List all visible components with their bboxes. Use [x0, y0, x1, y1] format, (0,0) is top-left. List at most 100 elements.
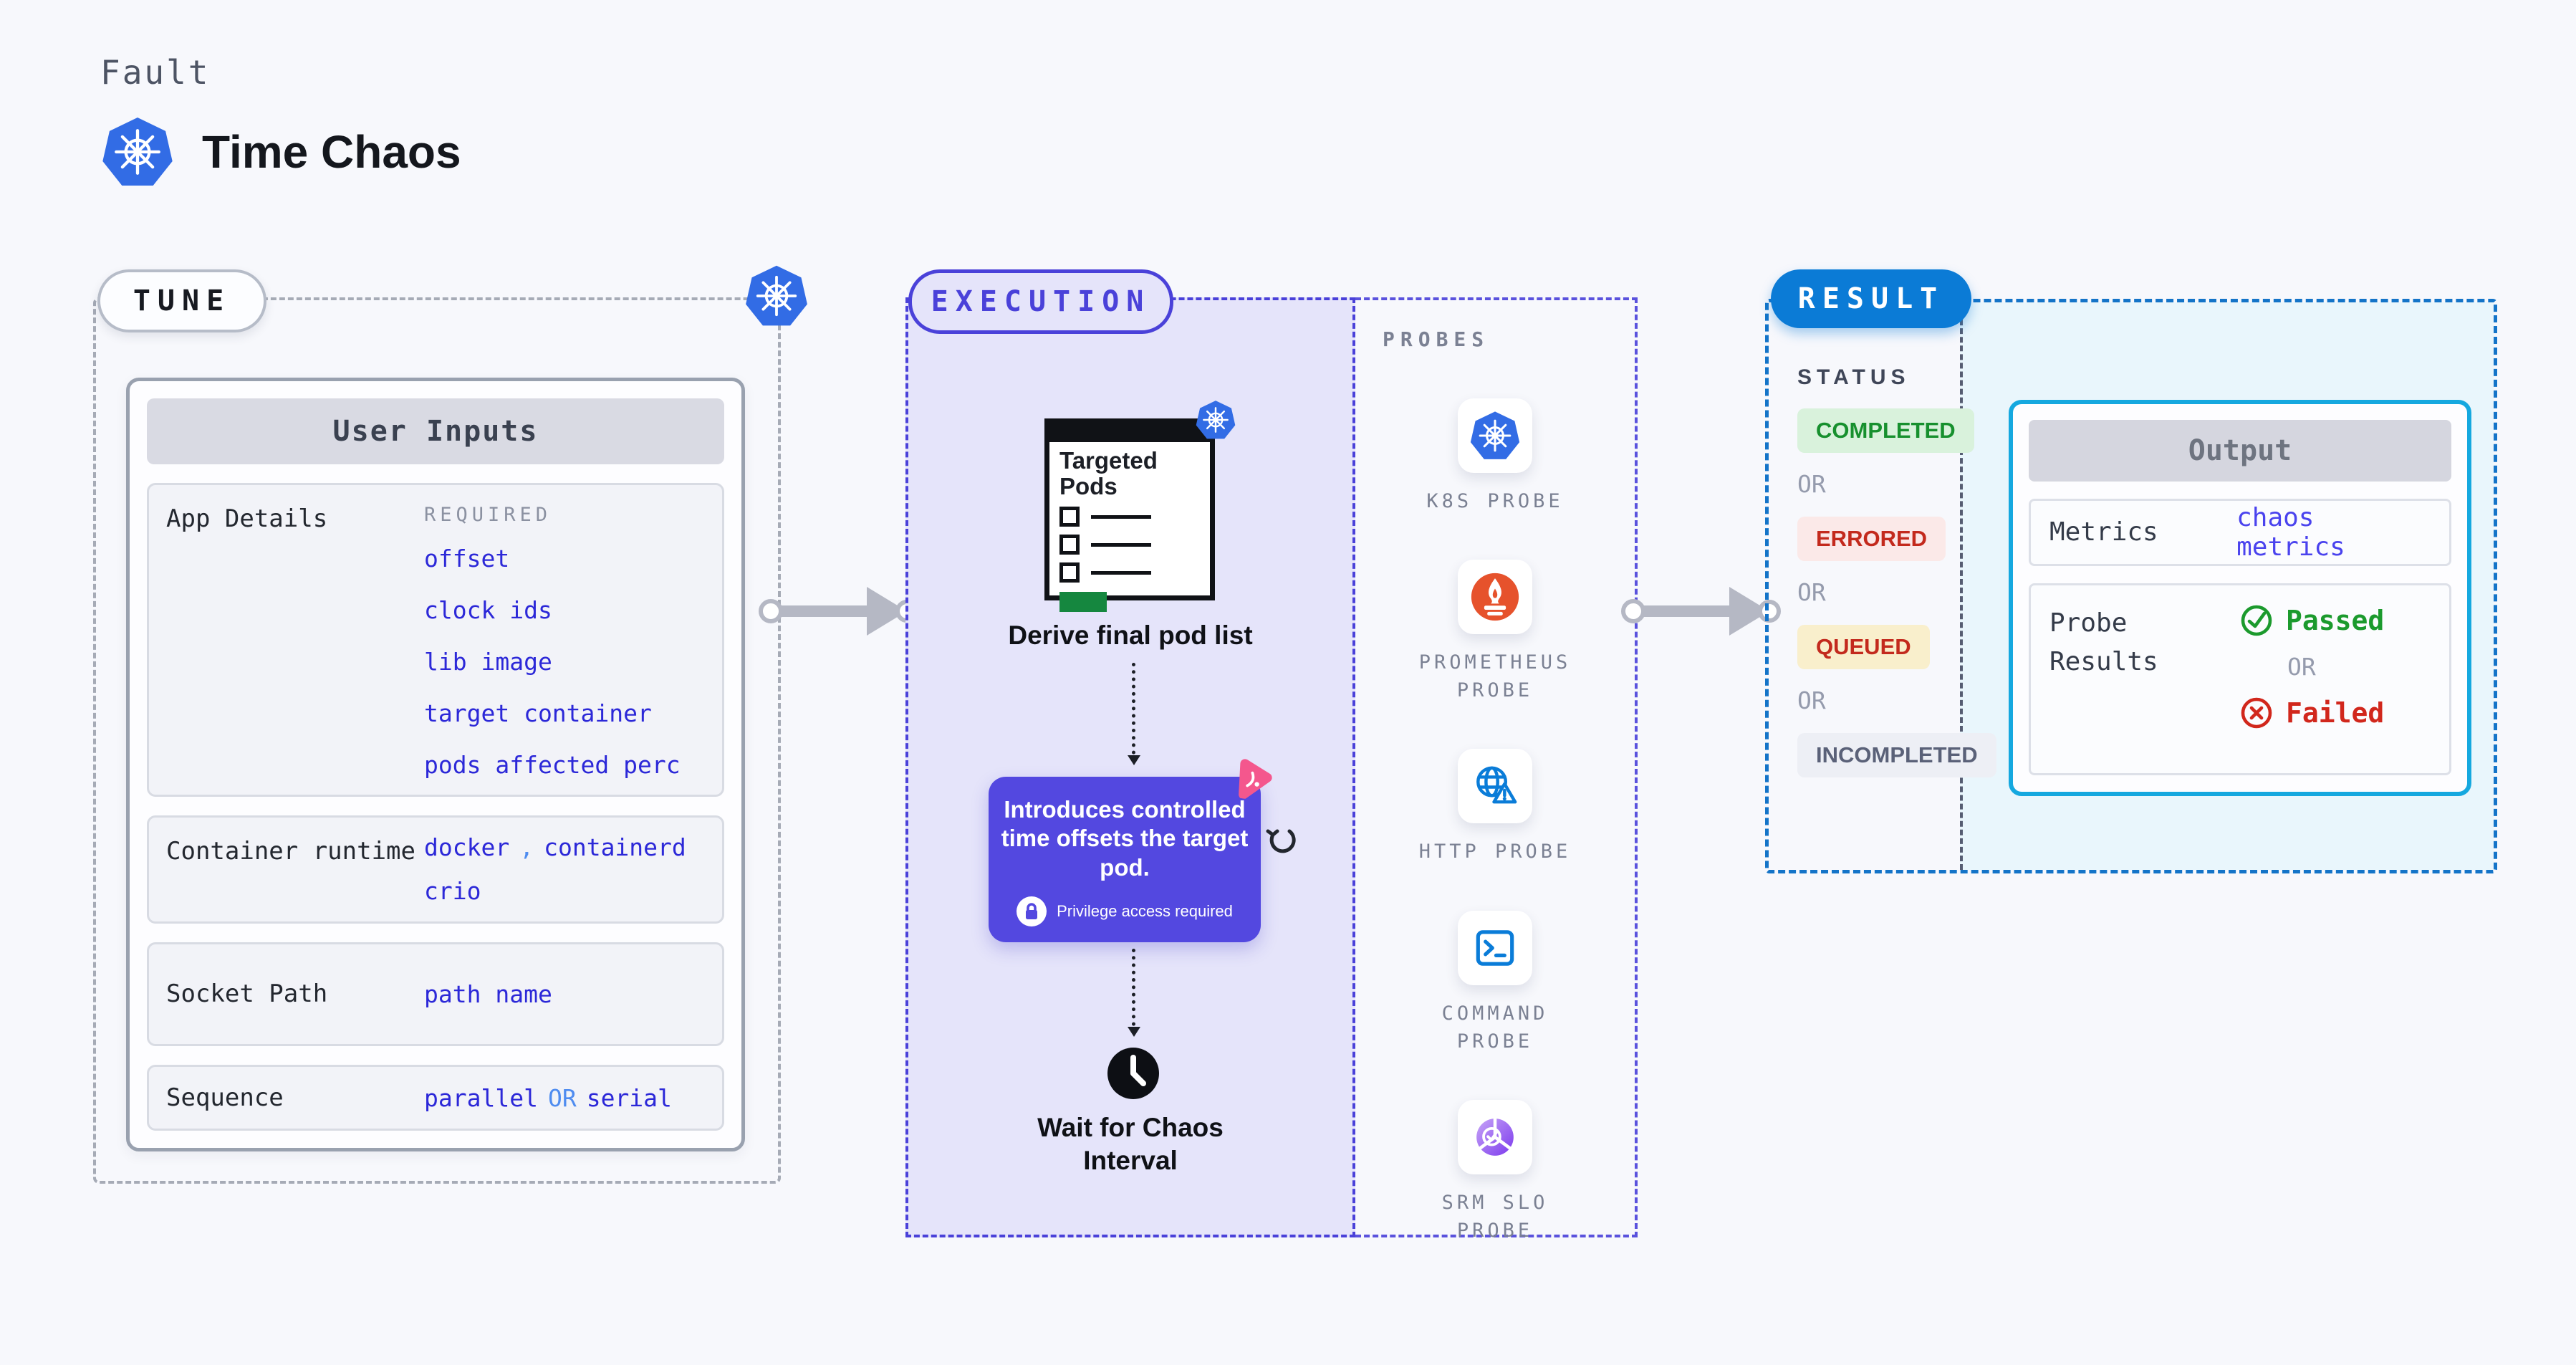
probe-name: PROMETHEUS PROBE: [1418, 651, 1572, 702]
checkbox-icon: [1059, 535, 1080, 555]
pod-checkbox-row: [1059, 535, 1200, 555]
probe-tile: [1458, 1099, 1532, 1174]
result-section: STATUS COMPLETED OR ERRORED OR QUEUED OR…: [1765, 299, 2497, 873]
output-panel: Output Metrics chaos metrics Probe Resul…: [2009, 400, 2471, 796]
page-header: Time Chaos: [102, 118, 461, 186]
status-column: STATUS COMPLETED OR ERRORED OR QUEUED OR…: [1797, 365, 1996, 777]
metrics-label: Metrics: [2049, 517, 2158, 547]
link-crio[interactable]: crio: [424, 877, 481, 906]
execution-pill-label: EXECUTION: [931, 285, 1151, 318]
probe-results-label: Probe Results: [2049, 608, 2158, 676]
link-clock-ids[interactable]: clock ids: [424, 596, 552, 624]
status-badge-completed: COMPLETED: [1797, 408, 1974, 453]
probe-name: COMMAND PROBE: [1441, 1002, 1549, 1053]
link-containerd[interactable]: containerd: [544, 833, 686, 862]
refresh-icon: [1265, 823, 1297, 855]
x-circle-icon: [2240, 696, 2273, 729]
dotted-connector-down: [1128, 949, 1140, 1037]
probes-title: PROBES: [1383, 327, 1490, 351]
container-runtime-label: Container runtime: [166, 837, 415, 866]
checkbox-icon: [1059, 562, 1080, 583]
link-offset[interactable]: offset: [424, 545, 510, 573]
targeted-pods-title: Targeted Pods: [1059, 447, 1158, 499]
sequence-card: Sequence parallel OR serial: [147, 1065, 724, 1131]
probe-tile: [1458, 749, 1532, 824]
probes-panel: PROBES K8S PROBE PROMETHEUS PROBE HTTP P…: [1355, 297, 1638, 1242]
chaos-tooltip-card: Introduces controlled time offsets the t…: [989, 777, 1261, 942]
tune-section: [93, 297, 781, 1184]
kubernetes-icon: [1470, 411, 1520, 460]
probe-name: HTTP PROBE: [1418, 840, 1572, 863]
flow-arrow-probes-to-result: [1620, 583, 1781, 640]
lock-icon: [1017, 896, 1047, 926]
page-title: Time Chaos: [202, 126, 461, 178]
slo-donut-check-icon: [1468, 1110, 1522, 1164]
pod-checkbox-row: [1059, 507, 1200, 527]
tooltip-text: Introduces controlled time offsets the t…: [1001, 796, 1249, 881]
link-target-container[interactable]: target container: [424, 699, 652, 727]
fault-kicker: Fault: [100, 53, 211, 92]
green-button-bar: [1059, 592, 1107, 613]
execution-pill: EXECUTION: [908, 269, 1173, 334]
link-path-name[interactable]: path name: [424, 980, 552, 1008]
probe-item-prometheus: PROMETHEUS PROBE: [1398, 560, 1592, 704]
prometheus-icon: [1469, 571, 1521, 623]
container-runtime-card: Container runtime docker , containerd cr…: [147, 815, 724, 924]
link-serial[interactable]: serial: [586, 1083, 672, 1112]
pod-line: [1091, 542, 1151, 547]
link-parallel[interactable]: parallel: [424, 1083, 538, 1112]
pod-line: [1091, 570, 1151, 575]
pod-line: [1091, 514, 1151, 519]
socket-path-card: Socket Path path name: [147, 942, 724, 1046]
or-separator: OR: [547, 1083, 577, 1112]
globe-warning-icon: [1469, 760, 1522, 813]
or-label: OR: [1797, 686, 1826, 714]
app-details-card: App Details REQUIRED offset clock ids li…: [147, 483, 724, 797]
user-inputs-panel: User Inputs App Details REQUIRED offset …: [126, 378, 745, 1151]
result-pill-label: RESULT: [1797, 282, 1945, 315]
status-badge-errored: ERRORED: [1797, 517, 1946, 561]
socket-path-label: Socket Path: [166, 979, 328, 1008]
window-titlebar: [1049, 423, 1210, 442]
or-label: OR: [2287, 653, 2316, 681]
checkbox-icon: [1059, 507, 1080, 527]
execution-panel: Targeted Pods Derive final pod list Intr…: [905, 297, 1355, 1237]
probe-item-command: COMMAND PROBE: [1398, 910, 1592, 1055]
clock-icon: [1107, 1047, 1160, 1100]
user-inputs-title: User Inputs: [147, 398, 724, 464]
status-badge-incompleted: INCOMPLETED: [1797, 733, 1996, 777]
result-pill: RESULT: [1771, 269, 1971, 328]
kubernetes-icon: [745, 265, 808, 327]
status-title: STATUS: [1797, 365, 1911, 389]
privilege-note: Privilege access required: [1057, 901, 1233, 920]
tune-pill-label: TUNE: [133, 284, 231, 317]
flow-arrow-tune-to-execution: [758, 583, 918, 640]
link-lib-image[interactable]: lib image: [424, 648, 552, 676]
probe-failed-line: Failed: [2240, 696, 2384, 729]
link-docker[interactable]: docker: [424, 833, 510, 862]
terminal-icon: [1469, 921, 1522, 974]
status-badge-queued: QUEUED: [1797, 625, 1930, 669]
probe-item-http: HTTP PROBE: [1398, 749, 1592, 866]
kubernetes-icon: [1196, 401, 1236, 439]
probe-tile: [1458, 560, 1532, 635]
check-circle-icon: [2240, 604, 2273, 637]
probe-name: SRM SLO PROBE: [1441, 1191, 1549, 1242]
metrics-row: Metrics chaos metrics: [2029, 499, 2451, 566]
probe-tile: [1458, 398, 1532, 473]
tune-pill: TUNE: [97, 269, 266, 332]
output-title: Output: [2029, 420, 2451, 482]
link-pods-affected-perc[interactable]: pods affected perc: [424, 751, 681, 779]
probe-passed-line: Passed: [2240, 604, 2384, 637]
pod-checkbox-row: [1059, 562, 1200, 583]
probe-item-srm-slo: SRM SLO PROBE: [1398, 1099, 1592, 1245]
or-label: OR: [1797, 470, 1826, 498]
failed-label: Failed: [2286, 697, 2385, 729]
kubernetes-icon: [102, 118, 173, 186]
derive-pod-list-step: Derive final pod list: [1008, 621, 1253, 650]
passed-label: Passed: [2286, 605, 2385, 636]
sequence-label: Sequence: [166, 1083, 284, 1112]
comma-separator: ,: [519, 833, 534, 862]
chaos-metrics-link[interactable]: chaos metrics: [2236, 503, 2345, 562]
